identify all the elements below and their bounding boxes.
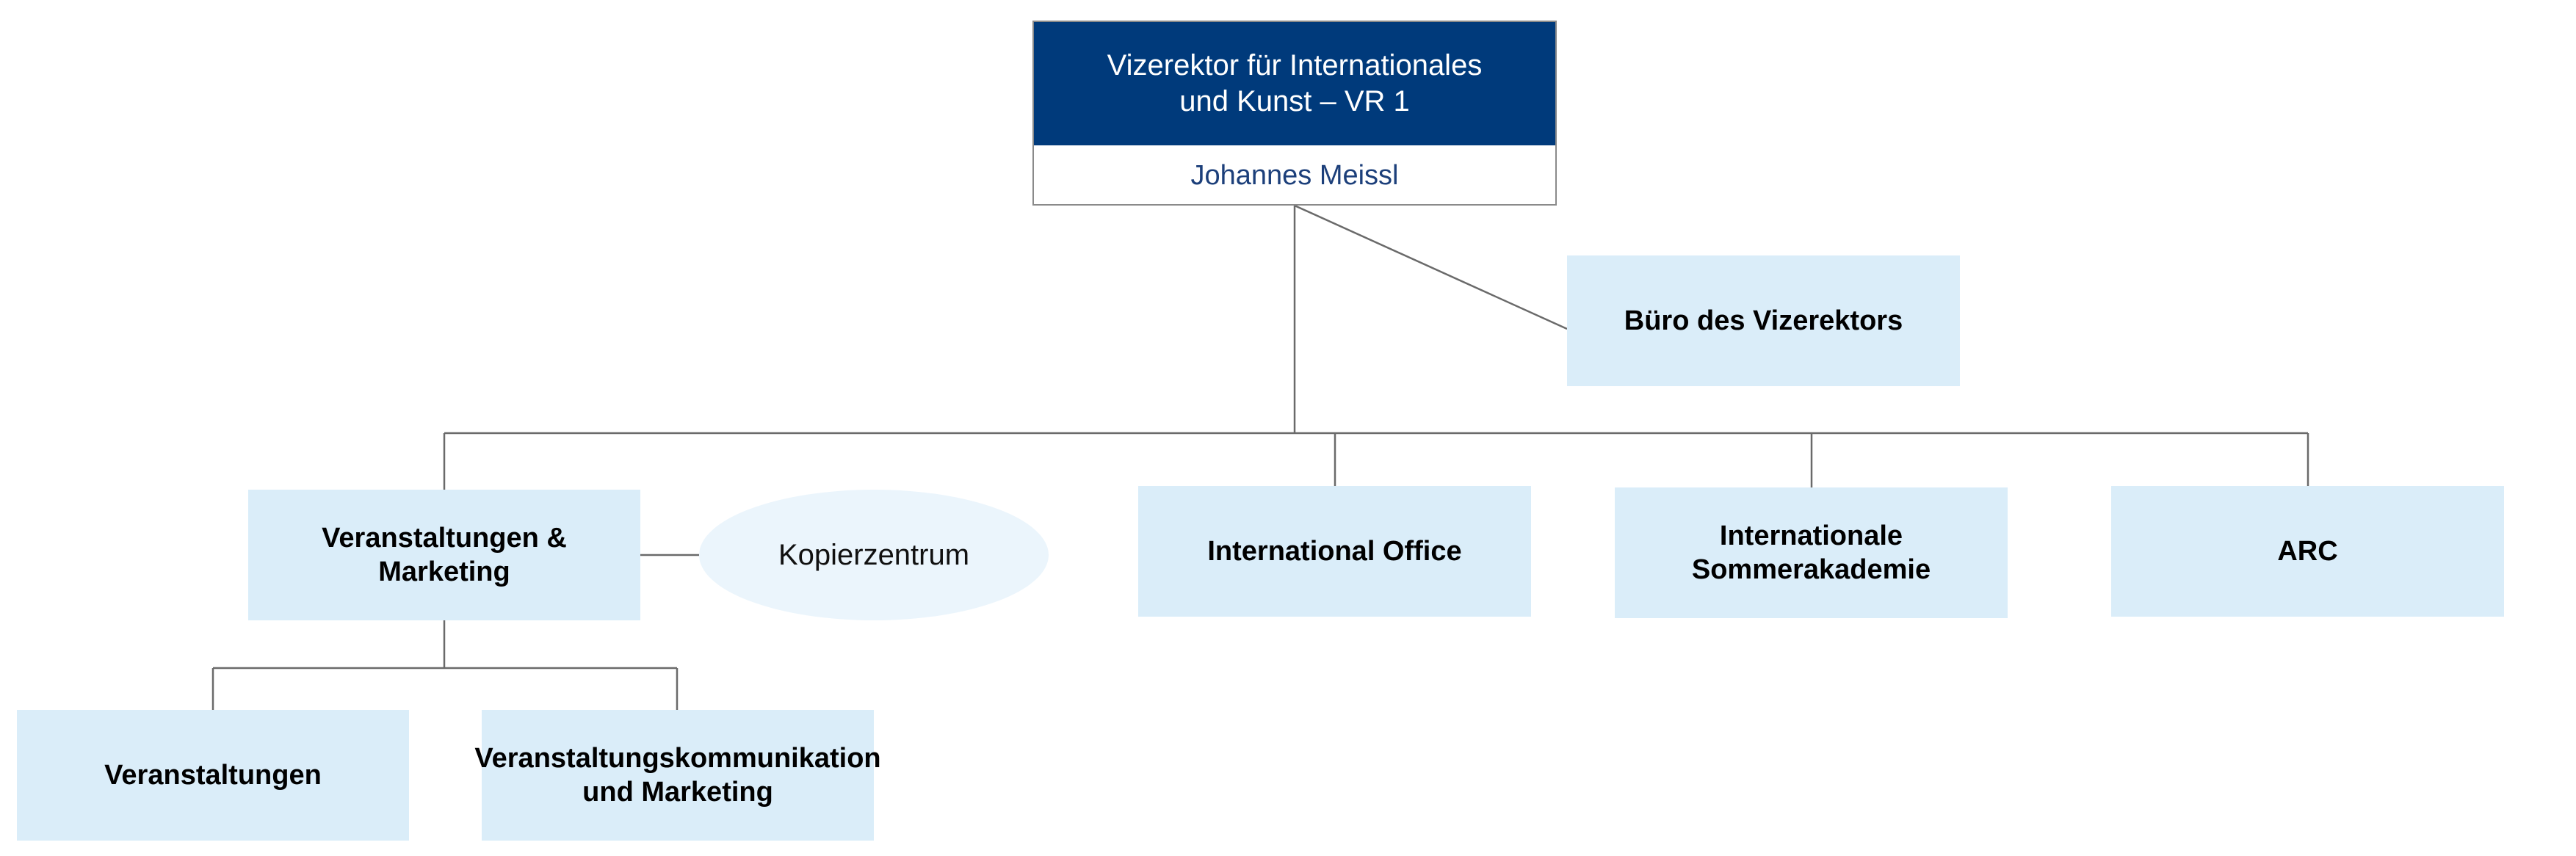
international-office-box: International Office — [1138, 486, 1531, 617]
kopierzentrum-label: Kopierzentrum — [778, 538, 970, 571]
veranstaltungen-box: Veranstaltungen — [17, 710, 409, 841]
sommerakademie-box: Internationale Sommerakademie — [1615, 487, 2008, 618]
veranstaltungen-label: Veranstaltungen — [104, 759, 322, 791]
veranstaltungen-marketing-label: Veranstaltungen & Marketing — [322, 522, 567, 587]
international-office-label: International Office — [1207, 535, 1462, 567]
veranstaltungskommunikation-label: Veranstaltungskommunikation und Marketin… — [474, 742, 881, 808]
veranstaltungen-marketing-box: Veranstaltungen & Marketing — [248, 490, 640, 620]
arc-label: ARC — [2277, 535, 2338, 567]
connector-head-staff — [1294, 204, 1568, 330]
veranstaltungskommunikation-box: Veranstaltungskommunikation und Marketin… — [474, 710, 881, 841]
vizerektor-title: Vizerektor für Internationales und Kunst… — [1034, 22, 1555, 145]
vizerektor-name: Johannes Meissl — [1190, 159, 1399, 191]
vizerektor-head-box: Vizerektor für Internationales und Kunst… — [1032, 21, 1557, 206]
buero-des-vizerektors-label: Büro des Vizerektors — [1624, 305, 1903, 336]
kopierzentrum-ellipse: Kopierzentrum — [699, 490, 1049, 620]
arc-box: ARC — [2111, 486, 2504, 617]
buero-des-vizerektors-box: Büro des Vizerektors — [1567, 255, 1960, 386]
sommerakademie-label: Internationale Sommerakademie — [1691, 520, 1931, 585]
